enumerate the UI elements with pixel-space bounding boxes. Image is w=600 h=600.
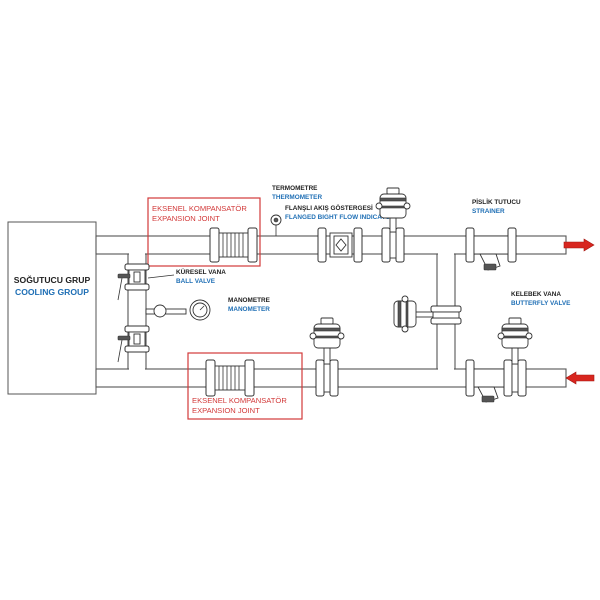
thermometer-label-en: THERMOMETER <box>272 194 322 201</box>
expansion-joint-bottom-label-en: EXPANSION JOINT <box>192 406 260 415</box>
flange-pair-1 <box>317 227 327 263</box>
ball-valve-lower <box>117 325 150 363</box>
thermometer-label-tr: TERMOMETRE <box>272 185 318 192</box>
strainer-label-en: STRAINER <box>472 208 505 215</box>
manometer <box>145 299 211 321</box>
butterfly-valve-bottom-right <box>497 317 533 397</box>
return-flow-arrow <box>565 371 595 385</box>
flow-indicator-label-tr: FLANŞLI AKIŞ GÖSTERGESİ <box>285 203 373 212</box>
expansion-joint-bottom <box>205 359 255 397</box>
butterfly-valve-top <box>375 187 411 263</box>
flow-indicator <box>329 227 363 263</box>
strainer-top <box>465 227 517 271</box>
cooling-group-box <box>7 221 97 395</box>
manometer-label-tr: MANOMETRE <box>228 297 271 304</box>
expansion-joint-top-label-en: EXPANSION JOINT <box>152 214 220 223</box>
supply-flow-arrow <box>563 238 595 252</box>
expansion-joint-top <box>209 227 258 263</box>
expansion-joint-bottom-highlight <box>187 352 303 420</box>
thermometer <box>270 214 282 236</box>
ball-valve-label-en: BALL VALVE <box>176 278 216 285</box>
expansion-joint-bottom-label-tr: EKSENEL KOMPANSATÖR <box>192 396 287 405</box>
strainer-label-tr: PİSLİK TUTUCU <box>472 197 521 206</box>
manometer-label-en: MANOMETER <box>228 306 270 313</box>
expansion-joint-top-label-tr: EKSENEL KOMPANSATÖR <box>152 204 247 213</box>
cooling-group-label-en: COOLING GROUP <box>15 287 89 297</box>
butterfly-valve-bottom-left <box>309 317 345 397</box>
butterfly-valve-label-en: BUTTERFLY VALVE <box>511 300 571 307</box>
butterfly-valve-label-tr: KELEBEK VANA <box>511 291 561 298</box>
ball-valve-label-tr: KÜRESEL VANA <box>176 267 226 276</box>
butterfly-valve-bypass <box>393 295 462 333</box>
cooling-group-label-tr: SOĞUTUCU GRUP <box>14 274 91 285</box>
strainer-bottom <box>465 359 505 403</box>
flow-indicator-label-en: FLANGED BIGHT FLOW INDICATOR <box>285 214 395 221</box>
expansion-joint-top-highlight <box>147 197 261 267</box>
ball-valve-upper <box>117 263 150 301</box>
